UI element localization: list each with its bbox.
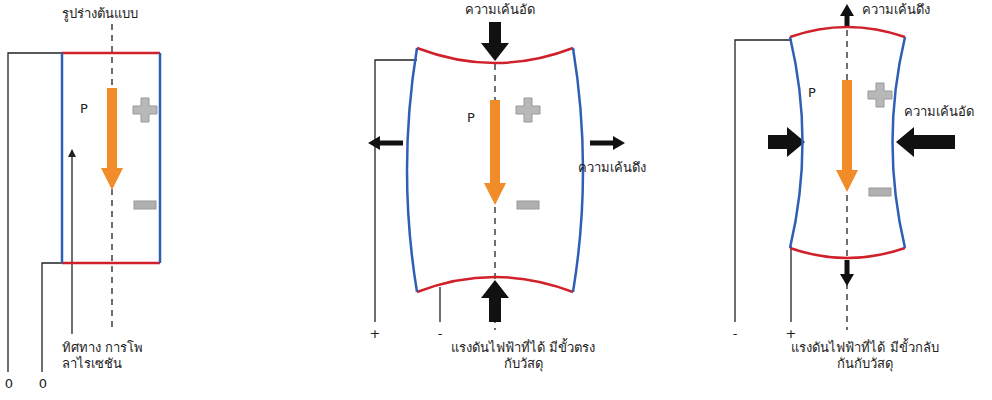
polarization-label: ทิศทาง การโพลาไรเซชัน bbox=[62, 340, 158, 373]
element-edge bbox=[790, 27, 905, 37]
piezo-element: P bbox=[405, 40, 585, 300]
element-edge bbox=[417, 277, 573, 292]
element-edge bbox=[61, 53, 64, 263]
element-outline bbox=[405, 40, 585, 300]
terminal-label: + bbox=[366, 326, 384, 342]
stress-label: ความเค้นอัด bbox=[904, 104, 988, 120]
polarization-arrow bbox=[484, 100, 506, 205]
stress-label: ความเค้นอัด bbox=[440, 2, 560, 18]
tension-arrow bbox=[368, 136, 403, 150]
voltage-label: แรงดันไฟฟ้าที่ได้ มีขั้วกลับกันกับวัสดุ bbox=[790, 340, 940, 373]
plus-symbol bbox=[868, 83, 892, 107]
element-edge bbox=[893, 37, 906, 248]
wire bbox=[439, 287, 440, 322]
terminal-label: - bbox=[431, 326, 449, 342]
element-edge bbox=[62, 262, 160, 265]
element-edge bbox=[159, 53, 162, 263]
polarization-arrow bbox=[836, 80, 858, 192]
element-edge bbox=[407, 48, 417, 292]
tension-arrow bbox=[590, 136, 625, 150]
plus-symbol bbox=[516, 98, 540, 122]
minus-symbol bbox=[134, 201, 156, 209]
polarization-arrow bbox=[101, 88, 123, 190]
polarization-symbol: P bbox=[80, 101, 88, 116]
compression-arrow bbox=[896, 127, 955, 157]
minus-symbol bbox=[869, 188, 891, 196]
element-outline bbox=[770, 25, 925, 260]
terminal-label: - bbox=[726, 326, 744, 342]
element-edge bbox=[417, 48, 573, 63]
wire bbox=[790, 246, 791, 322]
panel-title: รูปร่างต้นแบบ bbox=[62, 6, 202, 22]
plus-symbol bbox=[133, 98, 157, 122]
element-edge bbox=[790, 248, 905, 258]
compression-arrow bbox=[481, 22, 509, 61]
wire bbox=[42, 263, 62, 372]
tension-arrow bbox=[840, 4, 854, 26]
compression-arrow bbox=[481, 280, 509, 322]
leader-line bbox=[71, 150, 72, 334]
wire bbox=[735, 40, 792, 322]
terminal-label: 0 bbox=[2, 376, 16, 392]
terminal-label: + bbox=[782, 326, 800, 342]
wire bbox=[8, 53, 62, 372]
element-edge bbox=[790, 37, 803, 248]
stress-label: ความเค้นดึง bbox=[862, 2, 972, 18]
piezo-element: P bbox=[770, 25, 925, 260]
voltage-label: แรงดันไฟฟ้าที่ได้ มีขั้วตรงกับวัสดุ bbox=[448, 340, 598, 373]
polarization-symbol: P bbox=[467, 110, 475, 125]
element-outline bbox=[62, 53, 160, 263]
tension-arrow bbox=[840, 260, 854, 286]
minus-symbol bbox=[517, 201, 539, 209]
compression-arrow bbox=[768, 127, 805, 157]
stress-label: ความเค้นดึง bbox=[578, 160, 688, 176]
terminal-label: 0 bbox=[36, 376, 50, 392]
polarization-symbol: P bbox=[808, 85, 816, 100]
piezo-element: P bbox=[62, 53, 160, 263]
element-edge bbox=[62, 52, 160, 55]
